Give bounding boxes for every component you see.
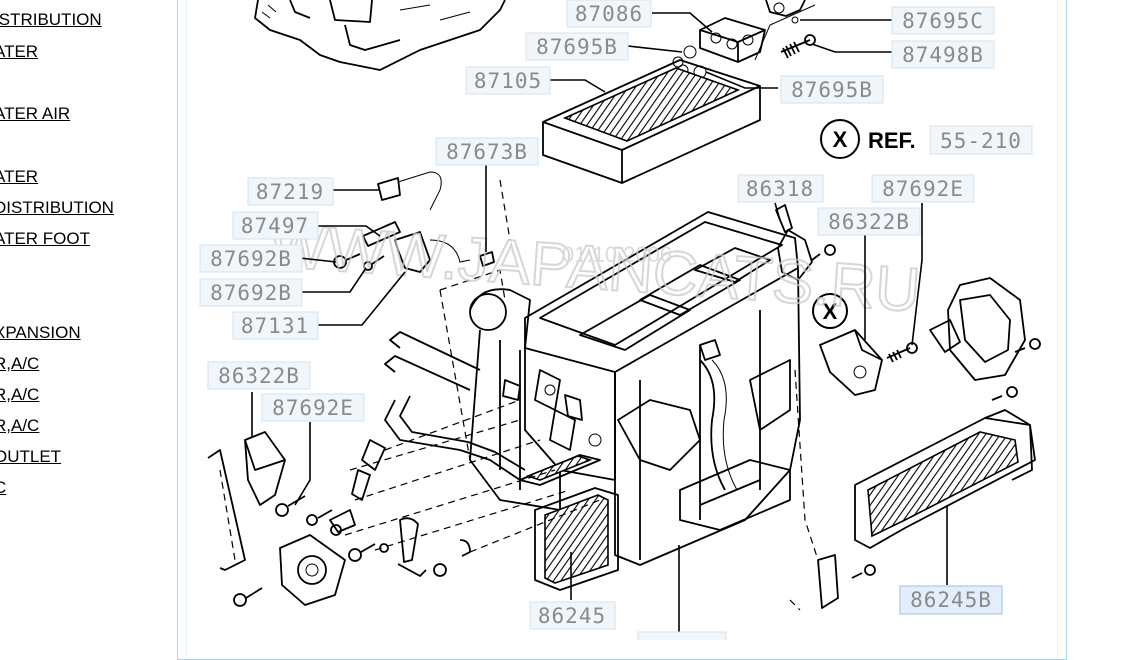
motor-sensor-drawing: [333, 171, 495, 273]
part-label-87695b-b[interactable]: 87695B: [791, 78, 873, 102]
part-label-box-87497[interactable]: [232, 211, 319, 240]
part-label-box-86322b-a[interactable]: [817, 207, 921, 236]
part-label-86245[interactable]: 86245: [538, 604, 606, 628]
engine-fragment-drawing: [254, 0, 506, 71]
watermark-date: 01.10.2006: [562, 242, 672, 267]
part-label-box-87131[interactable]: [232, 311, 319, 340]
part-label-87673b[interactable]: 87673B: [446, 140, 528, 164]
sidebar-link-distribution-2[interactable]: DISTRIBUTION: [0, 198, 114, 217]
part-label-box-87692b-b[interactable]: [199, 278, 303, 307]
part-label-box-86322b-b[interactable]: [207, 361, 311, 390]
ref-number[interactable]: 55-210: [940, 129, 1022, 153]
sidebar-link-ac-2[interactable]: R,A/C: [0, 385, 40, 404]
part-label-box-87105[interactable]: [465, 66, 551, 95]
part-label-87692e-a[interactable]: 87692E: [882, 177, 964, 201]
part-labels: 87086 87695C 87695B 87498B 87105 87695B …: [199, 0, 1003, 640]
part-label-box-87695b-a[interactable]: [525, 32, 629, 61]
part-label-box-86245b[interactable]: [899, 585, 1003, 615]
part-label-86322b-a[interactable]: 86322B: [828, 210, 910, 234]
sidebar-link-heater[interactable]: ATER: [0, 42, 39, 61]
part-label-87086[interactable]: 87086: [575, 2, 643, 26]
part-label-87219[interactable]: 87219: [256, 180, 324, 204]
ref-prefix: REF.: [868, 128, 916, 153]
ref-marker-letter-2: X: [823, 299, 838, 324]
part-label-86322b-b[interactable]: 86322B: [218, 364, 300, 388]
sidebar-link-ac-1[interactable]: R,A/C: [0, 354, 40, 373]
part-label-box-87219[interactable]: [247, 177, 334, 206]
ref-marker: X REF. 55-210: [820, 119, 1033, 159]
heater-core-drawing: [542, 59, 761, 184]
part-label-box-87498b[interactable]: [891, 40, 995, 69]
sidebar-link-distribution[interactable]: ISTRIBUTION: [0, 10, 102, 29]
sidebar-link-heater-foot[interactable]: ATER FOOT: [0, 229, 91, 248]
part-label-87692b-b[interactable]: 87692B: [210, 281, 292, 305]
part-label-86245b[interactable]: 86245B: [910, 588, 992, 612]
part-label-87695b-a[interactable]: 87695B: [536, 35, 618, 59]
sidebar-link-c[interactable]: C: [0, 478, 7, 497]
part-label-box-87086[interactable]: [566, 0, 652, 28]
part-label-box-86245[interactable]: [529, 601, 616, 630]
part-label-box-87692e-b[interactable]: [261, 393, 365, 422]
ref-number-box[interactable]: [929, 125, 1033, 155]
sidebar-link-heater-2[interactable]: ATER: [0, 167, 39, 186]
part-label-87498b[interactable]: 87498B: [902, 43, 984, 67]
expansion-block-drawing: [672, 0, 816, 79]
ref-marker-letter: X: [833, 127, 848, 152]
part-label-box-87695c[interactable]: [891, 6, 995, 35]
part-label-box-86318[interactable]: [737, 174, 824, 203]
part-label-87692e-b[interactable]: 87692E: [272, 396, 354, 420]
part-label-87692b-a[interactable]: 87692B: [210, 247, 292, 271]
part-label-86318[interactable]: 86318: [746, 177, 814, 201]
sidebar-link-ac-3[interactable]: R,A/C: [0, 416, 40, 435]
part-label-87131[interactable]: 87131: [241, 314, 309, 338]
sidebar-link-expansion[interactable]: XPANSION: [0, 323, 81, 342]
part-label-box-87692e-a[interactable]: [871, 174, 975, 203]
sidebar-nav: ISTRIBUTION ATER ATER AIR ATER DISTRIBUT…: [0, 0, 178, 640]
part-label-87497[interactable]: 87497: [241, 214, 309, 238]
right-side-parts-drawing: X: [775, 204, 1041, 611]
diagram-frame-inner: [186, 0, 1058, 658]
part-label-87105[interactable]: 87105: [474, 69, 542, 93]
part-label-87695c[interactable]: 87695C: [902, 9, 984, 33]
sidebar-link-heater-air[interactable]: ATER AIR: [0, 104, 71, 123]
sidebar-link-outlet[interactable]: OUTLET: [0, 447, 62, 466]
part-label-box-87692b-a[interactable]: [199, 244, 303, 273]
part-label-box-bottom-cut[interactable]: [637, 631, 727, 640]
part-label-box-87695b-b[interactable]: [780, 75, 884, 104]
parts-diagram: X REF. 55-210: [199, 0, 1041, 640]
left-lower-parts-drawing: [207, 179, 601, 607]
leader-lines: [251, 12, 948, 632]
part-label-box-87673b[interactable]: [435, 137, 539, 166]
